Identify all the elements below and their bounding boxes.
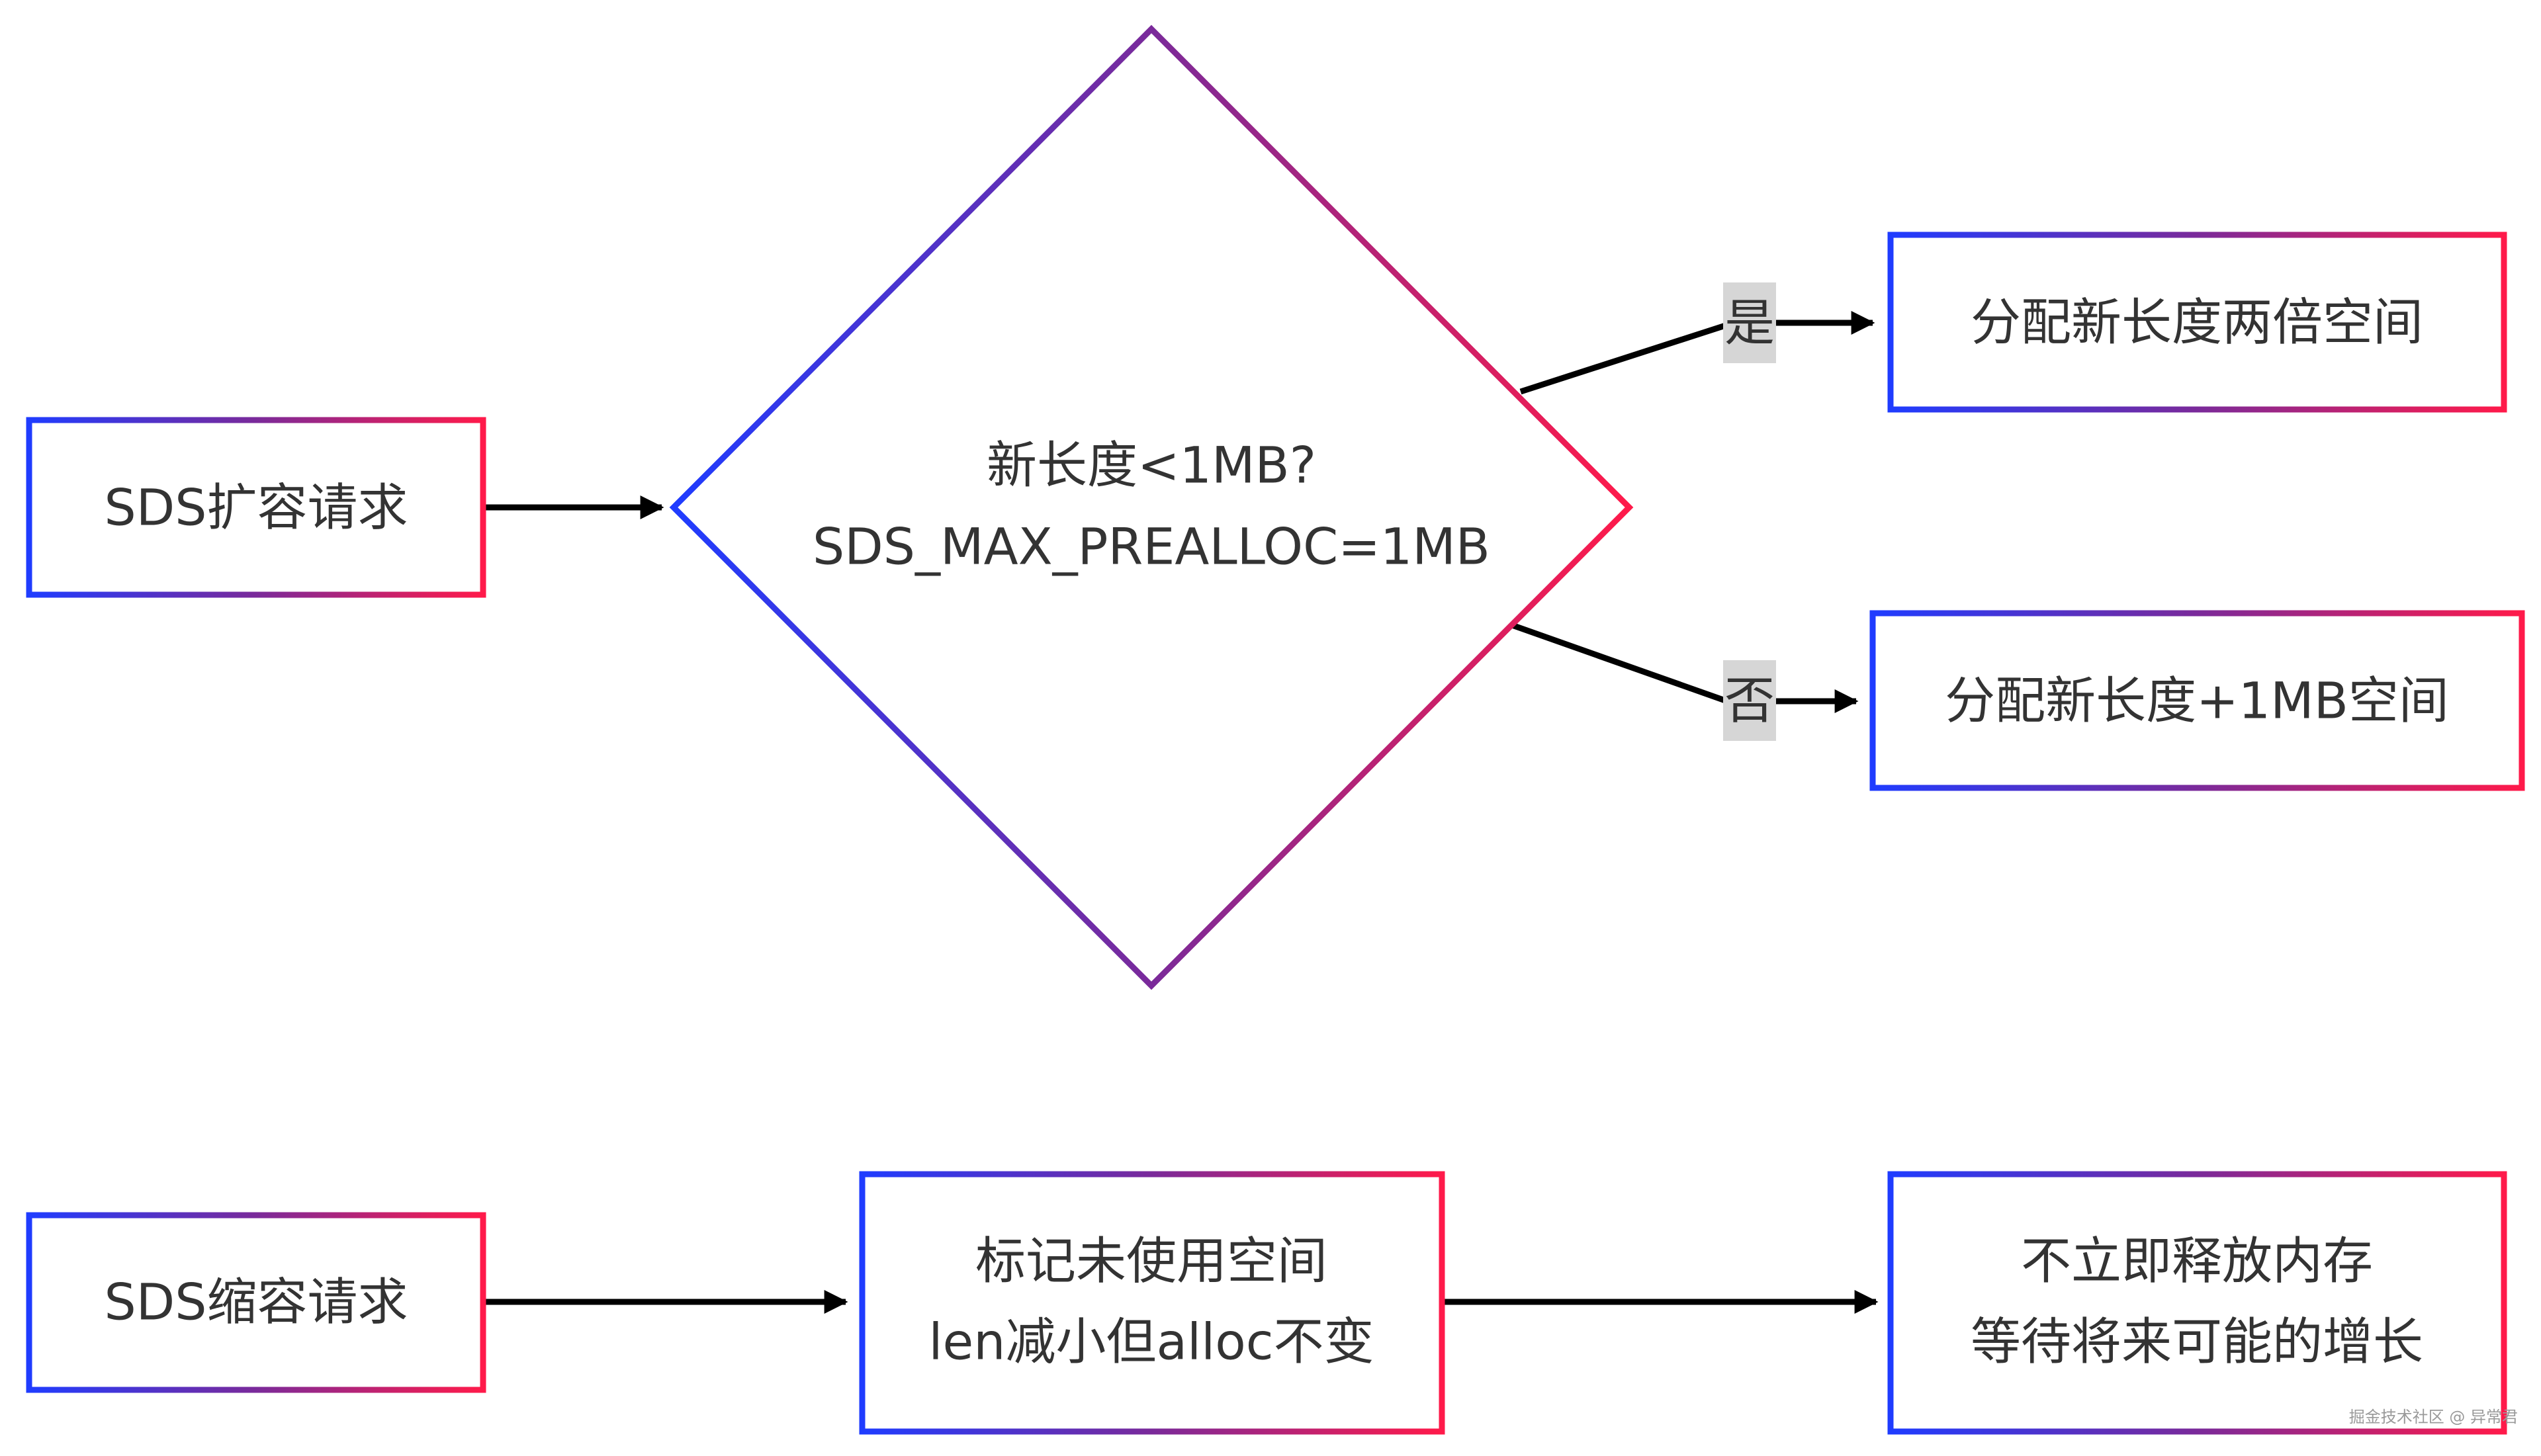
node-plus-1mb: 分配新长度+1MB空间: [1869, 610, 2525, 791]
decision-line-2: SDS_MAX_PREALLOC=1MB: [813, 517, 1490, 576]
edge-decision-no: [1511, 622, 1859, 713]
edge-label-no-bg: [1723, 660, 1776, 741]
node-double-space-label: 分配新长度两倍空间: [1971, 293, 2423, 352]
edge-label-no-text: 否: [1724, 671, 1775, 730]
edge-label-no: 否: [1723, 660, 1776, 741]
node-decision: 新长度<1MB? SDS_MAX_PREALLOC=1MB: [669, 24, 1634, 990]
watermark: 掘金技术社区 @ 异常君: [2349, 1408, 2518, 1426]
edge-label-yes: 是: [1723, 282, 1776, 363]
node-shrink-request-label: SDS缩容请求: [104, 1273, 408, 1332]
decision-diamond: [669, 24, 1634, 990]
node-no-release-box: [1887, 1171, 2507, 1435]
node-shrink-request-box: [26, 1212, 486, 1393]
node-mark-unused-box: [859, 1171, 1445, 1435]
node-no-release: 不立即释放内存 等待将来可能的增长: [1887, 1171, 2507, 1435]
node-mark-unused-line-1: 标记未使用空间: [975, 1232, 1327, 1291]
edge-label-yes-text: 是: [1724, 294, 1775, 353]
edge-label-yes-bg: [1723, 282, 1776, 363]
node-shrink-request: SDS缩容请求: [26, 1212, 486, 1393]
node-mark-unused: 标记未使用空间 len减小但alloc不变: [859, 1171, 1445, 1435]
node-mark-unused-line-2: len减小但alloc不变: [928, 1312, 1374, 1371]
node-plus-1mb-label: 分配新长度+1MB空间: [1945, 671, 2449, 730]
edge-decision-yes: [1519, 311, 1875, 395]
node-no-release-line-2: 等待将来可能的增长: [1971, 1312, 2423, 1371]
node-expand-request-box: [26, 417, 486, 598]
node-plus-1mb-box: [1869, 610, 2525, 791]
node-double-space-box: [1887, 232, 2507, 413]
node-double-space: 分配新长度两倍空间: [1887, 232, 2507, 413]
decision-line-1: 新长度<1MB?: [987, 436, 1316, 495]
node-expand-request-label: SDS扩容请求: [104, 478, 408, 537]
node-expand-request: SDS扩容请求: [26, 417, 486, 598]
node-no-release-line-1: 不立即释放内存: [2021, 1232, 2373, 1291]
